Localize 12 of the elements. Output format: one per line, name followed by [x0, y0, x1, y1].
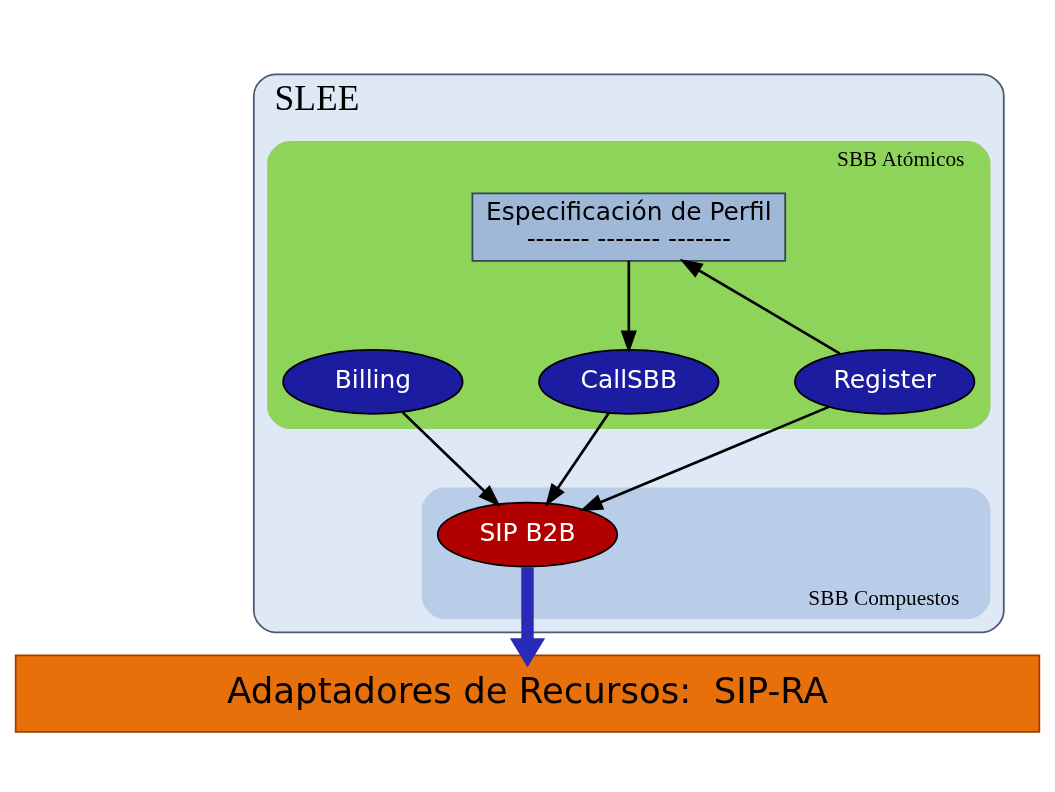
arrow — [401, 411, 501, 507]
node-ellipse: Register — [794, 348, 976, 415]
node-ellipse: SIP B2B — [436, 501, 619, 568]
node-ellipse: CallSBB — [538, 348, 720, 415]
arrow — [679, 258, 841, 355]
node-box: Adaptadores de Recursos: SIP-RA — [14, 654, 1041, 733]
arrow — [545, 412, 610, 507]
arrow — [509, 567, 546, 668]
node-box: Especificación de Perfil ------- ------- ------- — [471, 192, 787, 262]
node-ellipse: Billing — [282, 348, 464, 415]
arrow — [620, 261, 637, 354]
arrow — [579, 405, 830, 511]
